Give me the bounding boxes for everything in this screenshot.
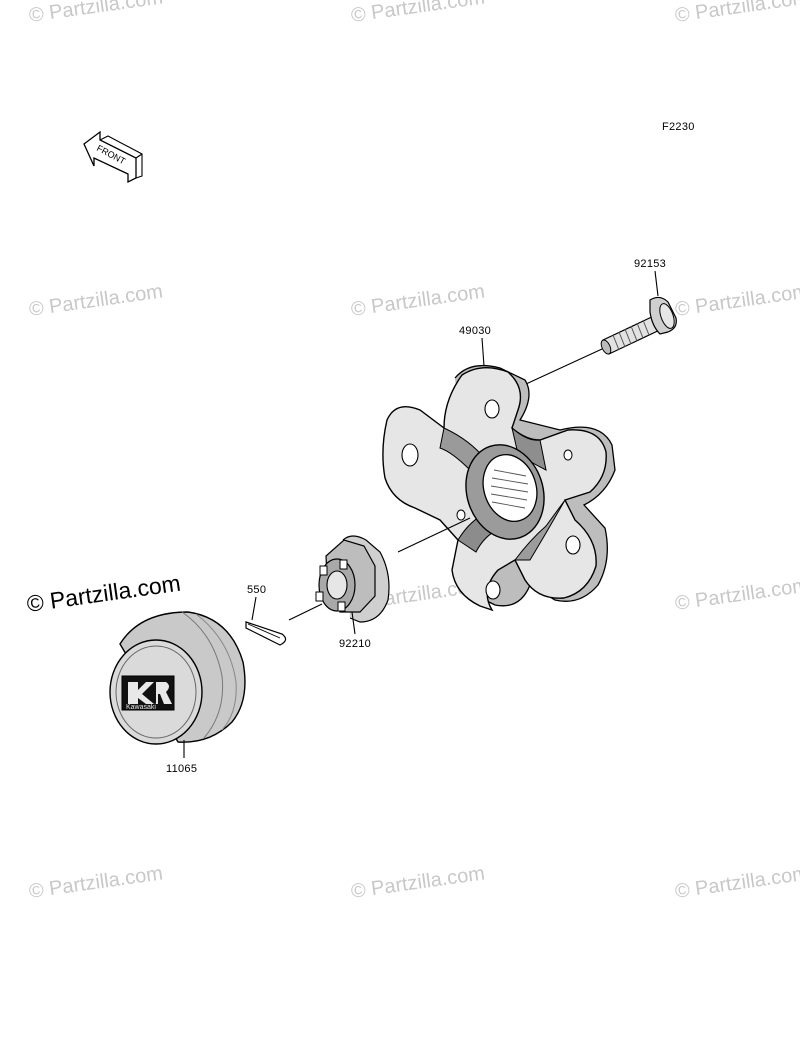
- leader-line-550: [251, 596, 257, 621]
- watermark: © Partzilla.com: [350, 862, 487, 903]
- part-label-49030: 49030: [459, 325, 491, 337]
- hub-bolt-hole: [456, 509, 466, 521]
- leader-line-92153: [654, 270, 659, 297]
- part-label-92210: 92210: [339, 638, 371, 650]
- part-label-92153: 92153: [634, 258, 666, 270]
- watermark: © Partzilla.com: [28, 0, 165, 27]
- leader-line-92153-axis: [525, 348, 603, 385]
- watermark: © Partzilla.com: [674, 862, 800, 903]
- watermark: © Partzilla.com: [28, 280, 165, 321]
- hub-bolt-hole: [565, 535, 581, 555]
- part-92153-bolt: [600, 296, 677, 355]
- watermark-main: © Partzilla.com: [25, 570, 182, 617]
- front-direction-arrow: FRONT: [83, 130, 143, 184]
- watermark: © Partzilla.com: [350, 280, 487, 321]
- part-11065-hub-cap: Kawasaki: [109, 611, 246, 745]
- svg-text:Kawasaki: Kawasaki: [126, 704, 156, 711]
- hub-bolt-hole: [563, 449, 573, 461]
- part-92210-castle-nut: [315, 535, 390, 623]
- part-49030-wheel-hub: [382, 364, 616, 612]
- hub-bolt-hole: [484, 399, 500, 419]
- watermark: © Partzilla.com: [674, 0, 800, 27]
- hub-bolt-hole: [485, 580, 501, 600]
- part-label-11065: 11065: [166, 763, 197, 775]
- watermark: © Partzilla.com: [674, 574, 800, 615]
- hub-bolt-hole: [401, 443, 419, 467]
- leader-line-49030: [481, 337, 485, 367]
- leader-line-92210: [351, 611, 356, 635]
- part-550-cotter-pin: [245, 621, 287, 646]
- diagram-code: F2230: [662, 121, 695, 133]
- leader-line-nut-axis: [288, 603, 323, 621]
- leader-line-hub-axis: [397, 517, 471, 553]
- watermark: © Partzilla.com: [350, 0, 487, 27]
- kawasaki-logo: Kawasaki: [121, 675, 175, 711]
- watermark: © Partzilla.com: [674, 280, 800, 321]
- part-label-550: 550: [247, 584, 266, 596]
- watermark: © Partzilla.com: [28, 862, 165, 903]
